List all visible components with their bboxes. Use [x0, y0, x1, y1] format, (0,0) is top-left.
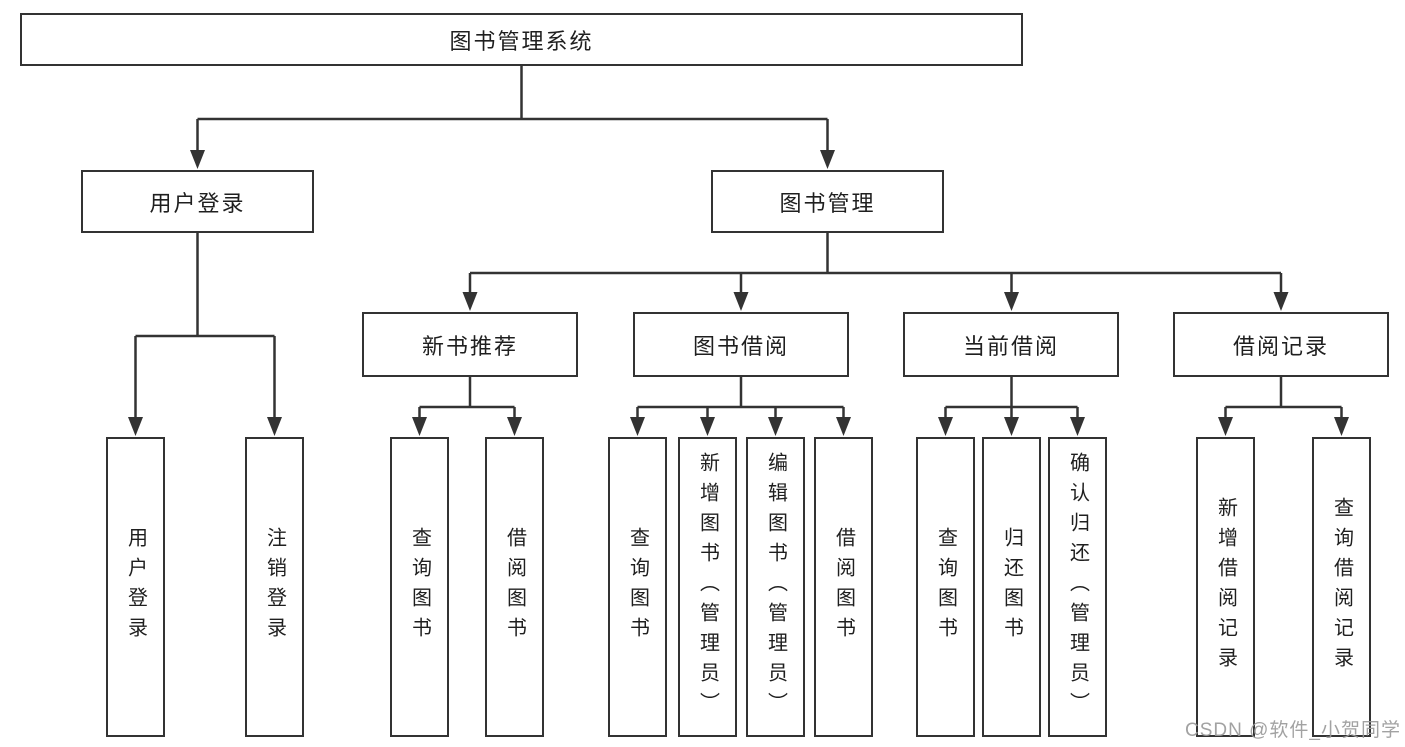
arrowhead — [1218, 417, 1233, 436]
csdn-watermark: CSDN @软件_小贺同学 — [1185, 720, 1401, 741]
node-label: 新书推荐 — [421, 333, 518, 359]
node-label: 编辑图书（管理员） — [764, 452, 787, 722]
node-label: 借阅记录 — [1232, 333, 1329, 359]
node-current-borrowing: 当前借阅 — [903, 312, 1119, 377]
node-borrowing-records: 借阅记录 — [1173, 312, 1389, 377]
node-leaf-query-borrow-record: 查询借阅记录 — [1312, 437, 1371, 737]
arrowhead — [768, 417, 783, 436]
node-label: 新增图书（管理员） — [696, 452, 719, 722]
node-label: 图书借阅 — [692, 333, 789, 359]
node-root-system: 图书管理系统 — [20, 13, 1023, 66]
node-label: 借阅图书 — [832, 527, 855, 647]
node-label: 借阅图书 — [503, 527, 526, 647]
node-label: 用户登录 — [124, 527, 147, 647]
node-new-book-recommend: 新书推荐 — [362, 312, 578, 377]
arrowhead — [190, 150, 205, 169]
connector-new-book-recommend-to-leaves — [412, 377, 522, 436]
arrowhead — [1004, 417, 1019, 436]
arrowhead — [938, 417, 953, 436]
arrowhead — [1273, 292, 1289, 311]
connector-borrowing-records-to-leaves — [1218, 377, 1349, 436]
arrowhead — [128, 417, 143, 436]
connector-book-management-to-level3 — [462, 233, 1289, 311]
node-leaf-query-books-1: 查询图书 — [390, 437, 449, 737]
arrowhead — [1334, 417, 1349, 436]
arrowhead — [630, 417, 645, 436]
connector-root-to-level2 — [190, 66, 835, 169]
node-label: 用户登录 — [149, 190, 246, 216]
node-leaf-logout: 注销登录 — [245, 437, 304, 737]
arrowhead — [820, 150, 835, 169]
node-leaf-borrow-books-1: 借阅图书 — [485, 437, 544, 737]
node-book-borrowing: 图书借阅 — [633, 312, 849, 377]
node-leaf-user-login: 用户登录 — [106, 437, 165, 737]
arrowhead — [507, 417, 522, 436]
connector-book-borrowing-to-leaves — [630, 377, 851, 436]
node-label: 确认归还（管理员） — [1066, 452, 1089, 722]
node-user-login: 用户登录 — [81, 170, 314, 233]
node-label: 图书管理系统 — [449, 28, 594, 54]
node-leaf-edit-books-admin: 编辑图书（管理员） — [746, 437, 805, 737]
node-label: 查询图书 — [934, 527, 957, 647]
node-label: 图书管理 — [779, 190, 876, 216]
node-leaf-query-books-2: 查询图书 — [608, 437, 667, 737]
node-leaf-add-books-admin: 新增图书（管理员） — [678, 437, 737, 737]
node-label: 查询图书 — [408, 527, 431, 647]
arrowhead — [1004, 292, 1019, 311]
node-label: 当前借阅 — [962, 333, 1059, 359]
node-leaf-borrow-books-2: 借阅图书 — [814, 437, 873, 737]
arrowhead — [733, 292, 749, 311]
node-label: 归还图书 — [1000, 527, 1023, 647]
node-book-management: 图书管理 — [711, 170, 944, 233]
arrowhead — [1070, 417, 1085, 436]
arrowhead — [700, 417, 715, 436]
node-label: 查询图书 — [626, 527, 649, 647]
arrowhead — [412, 417, 427, 436]
arrowhead — [267, 417, 282, 436]
node-label: 查询借阅记录 — [1330, 497, 1353, 677]
arrowhead — [462, 292, 478, 311]
connector-user-login-to-leaves — [128, 233, 282, 436]
node-leaf-confirm-return-admin: 确认归还（管理员） — [1048, 437, 1107, 737]
node-leaf-query-books-3: 查询图书 — [916, 437, 975, 737]
connector-current-borrowing-to-leaves — [938, 377, 1085, 436]
node-label: 注销登录 — [263, 527, 286, 647]
arrowhead — [836, 417, 851, 436]
node-leaf-add-borrow-record: 新增借阅记录 — [1196, 437, 1255, 737]
node-leaf-return-books: 归还图书 — [982, 437, 1041, 737]
node-label: 新增借阅记录 — [1214, 497, 1237, 677]
